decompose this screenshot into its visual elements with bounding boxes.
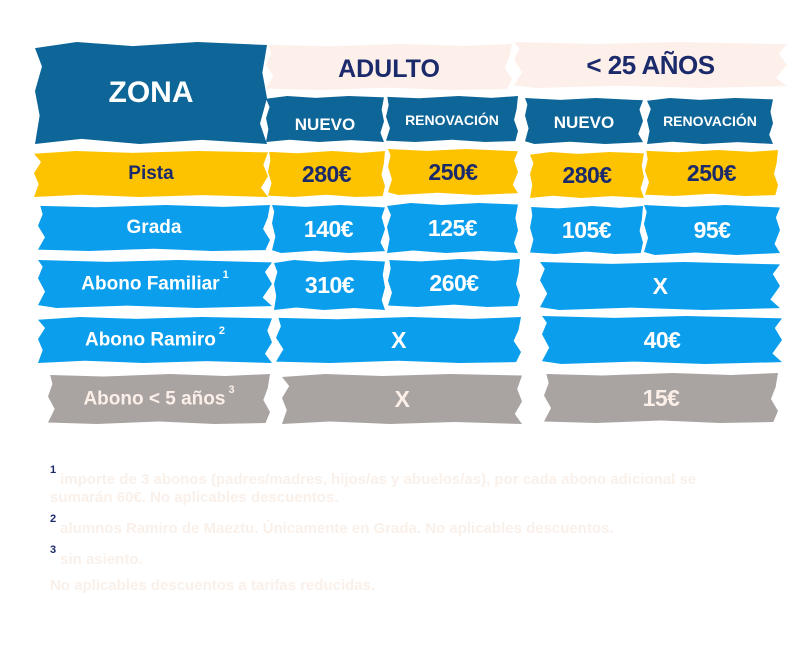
u25-renovacion-header: RENOVACIÓN [647, 98, 773, 144]
adulto-nuevo-header: NUEVO [266, 96, 384, 142]
price-value: 280€ [562, 161, 612, 188]
footnote-mark: 3 [228, 383, 235, 396]
price-value: 125€ [427, 214, 478, 241]
under25-label: < 25 AÑOS [586, 49, 715, 80]
pista-u25-nuevo: 280€ [530, 152, 644, 198]
adulto-renovacion-header: RENOVACIÓN [386, 96, 518, 142]
grada-adulto-nuevo: 140€ [272, 205, 385, 253]
row-label-name: Abono Ramiro [84, 329, 216, 351]
adulto-nuevo-label: NUEVO [294, 115, 356, 134]
pista-adulto-nuevo: 280€ [268, 151, 385, 197]
familiar-adulto-renovacion: 260€ [388, 259, 520, 307]
ramiro-u25-merged: 40€ [542, 316, 782, 364]
familiar-adulto-nuevo: 310€ [274, 260, 385, 310]
pista-adulto-renovacion: 250€ [388, 149, 518, 195]
footnote-mark: 1 [222, 268, 229, 281]
familiar-u25-merged: X [540, 262, 780, 310]
row-label-text: Grada [126, 217, 182, 238]
grada-u25-renovacion: 95€ [644, 205, 780, 255]
menor5-adulto-merged: X [282, 374, 522, 424]
price-value: 95€ [693, 216, 731, 243]
zona-label: ZONA [108, 76, 194, 109]
menor5-u25-merged: 15€ [544, 373, 778, 423]
adulto-renovacion-label: RENOVACIÓN [405, 112, 499, 128]
footnote-text: sin asiento. [60, 551, 143, 568]
price-value: 310€ [304, 271, 355, 298]
u25-nuevo-header: NUEVO [525, 98, 643, 144]
under25-header: < 25 AÑOS [514, 42, 787, 88]
footnote-mark: 2 [50, 513, 57, 525]
footnote-mark: 3 [50, 544, 57, 556]
price-value: 250€ [428, 158, 478, 185]
price-value: 15€ [642, 384, 680, 411]
row-label-grada: Grada [38, 205, 270, 251]
price-value: 40€ [643, 326, 681, 353]
u25-nuevo-label: NUEVO [553, 113, 615, 132]
row-label-name: Abono Familiar [81, 273, 220, 295]
row-label-pista: Pista [34, 151, 268, 197]
adulto-header: ADULTO [266, 44, 512, 90]
price-value: X [391, 326, 406, 353]
row-label-text: Pista [128, 163, 174, 184]
footnote-text: importe de 3 abonos (padres/madres, hijo… [50, 471, 697, 506]
price-value: 105€ [561, 216, 612, 243]
row-label-name: Abono < 5 años [83, 388, 226, 410]
footnote-text: alumnos Ramiro de Maeztu. Únicamente en … [60, 520, 614, 537]
ramiro-adulto-merged: X [276, 317, 521, 363]
grada-u25-nuevo: 105€ [530, 206, 643, 254]
zona-header: ZONA [35, 42, 267, 144]
price-value: 260€ [429, 269, 479, 296]
price-value: 280€ [301, 160, 352, 187]
price-value: X [652, 272, 668, 299]
adulto-label: ADULTO [338, 54, 440, 83]
grada-adulto-renovacion: 125€ [387, 203, 518, 253]
footnote-1: 1importe de 3 abonos (padres/madres, hij… [50, 464, 760, 507]
footnote-3: 3sin asiento. [50, 544, 760, 569]
u25-renovacion-label: RENOVACIÓN [663, 113, 757, 129]
footnote-text: No aplicables descuentos a tarifas reduc… [50, 577, 376, 594]
price-value: 140€ [303, 215, 354, 242]
footnote-mark: 1 [50, 464, 57, 476]
price-value: X [394, 385, 410, 412]
footnote-2: 2alumnos Ramiro de Maeztu. Únicamente en… [50, 513, 760, 538]
footnote-general: No aplicables descuentos a tarifas reduc… [50, 577, 760, 595]
pista-u25-renovacion: 250€ [645, 150, 778, 196]
price-value: 250€ [686, 159, 737, 186]
footnotes: 1importe de 3 abonos (padres/madres, hij… [50, 464, 760, 603]
footnote-mark: 2 [218, 324, 225, 337]
